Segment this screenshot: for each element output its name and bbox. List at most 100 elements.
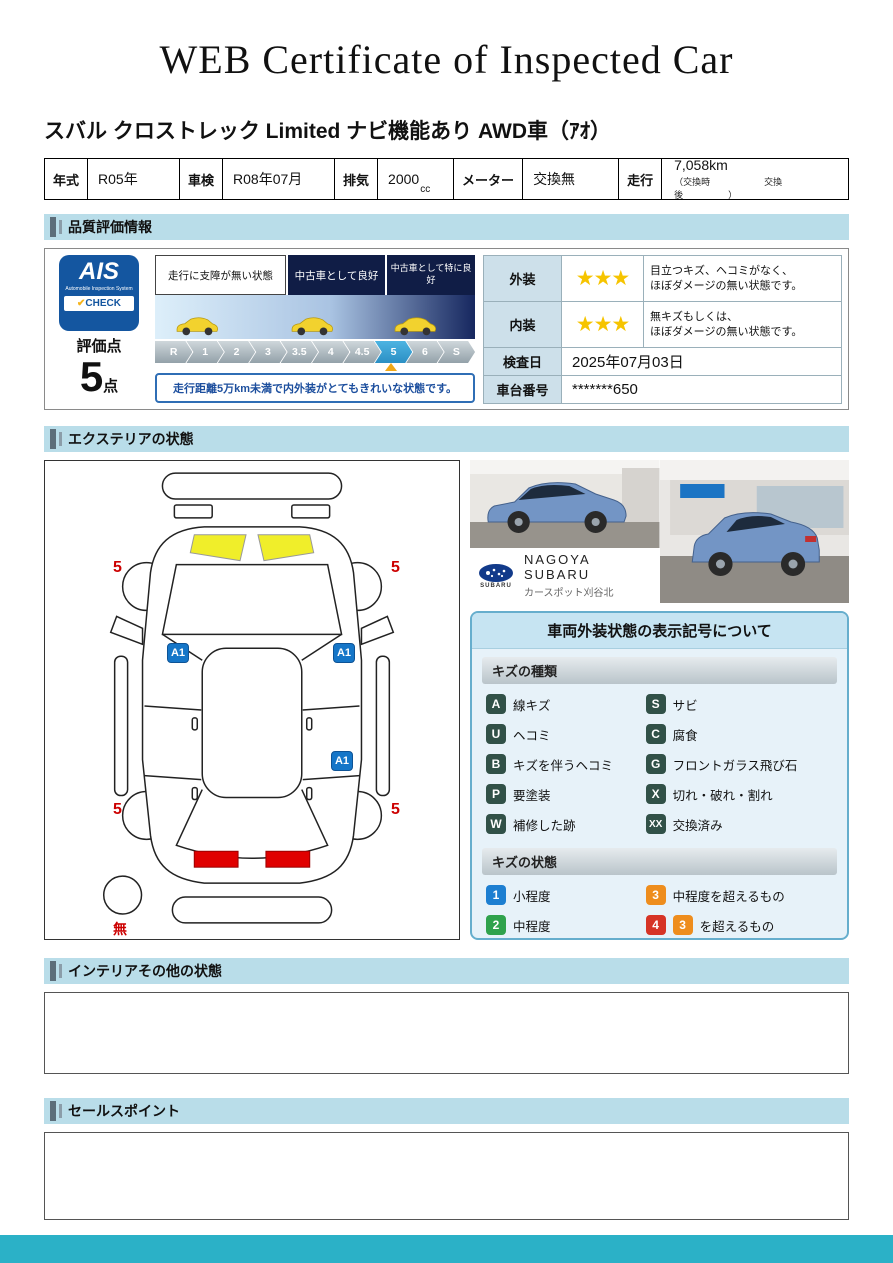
- rating-scale: R 1 2 3 3.5 4 4.5 5 6 S: [155, 341, 475, 363]
- kizu-badge-C: C: [645, 724, 666, 744]
- spec-meter-label: メーター: [454, 159, 524, 199]
- scale-segment: 4.5: [343, 341, 380, 363]
- kizu-badge-A: A: [486, 694, 506, 714]
- legend-title: 車両外装状態の表示記号について: [472, 613, 847, 649]
- scale-pointer: [385, 363, 398, 371]
- table-row: 検査日 2025年07月03日: [483, 347, 842, 376]
- section-header-quality: 品質評価情報: [44, 214, 849, 240]
- car-title: スバル クロストレック Limited ナビ機能あり AWD車（ｱｵ）: [44, 120, 611, 143]
- kizu-state-header: キズの状態: [482, 848, 837, 875]
- ais-logo: AIS Automobile Inspection System ✔CHECK: [59, 255, 139, 331]
- score-value: 5 点: [79, 353, 119, 400]
- car-icon: [394, 317, 436, 336]
- table-row: 外装 ★★★ 目立つキズ、ヘコミがなく、 ほぼダメージの無い状態です。: [483, 255, 842, 302]
- state-badge-4: 4: [645, 915, 666, 935]
- footer-bar: [0, 1235, 893, 1263]
- condition-box-2: 中古車として良好: [287, 255, 386, 295]
- inspection-date-value: 2025年07月03日: [561, 347, 842, 376]
- quality-evaluation-box: AIS Automobile Inspection System ✔CHECK …: [44, 248, 849, 410]
- rating-scale-column: 走行に支障が無い状態 中古車として良好 中古車として特に良好 R 1 2 3 3…: [155, 255, 475, 403]
- panel-damage-badge: A1: [331, 751, 353, 771]
- car-icon: [292, 317, 334, 336]
- scale-segment: 3.5: [281, 341, 318, 363]
- spec-displacement-label: 排気: [335, 159, 379, 199]
- chassis-number-value: *******650: [561, 375, 842, 404]
- table-row: 内装 ★★★ 無キズもしくは、 ほぼダメージの無い状態です。: [483, 301, 842, 348]
- tread-depth-mark: 5: [113, 559, 122, 576]
- state-badge-3: 3: [645, 885, 666, 905]
- state-badge-3-small: 3: [672, 915, 693, 935]
- kizu-badge-G: G: [645, 754, 666, 774]
- exterior-star-rating: ★★★: [561, 255, 644, 302]
- rating-car-band: [155, 295, 475, 339]
- car-photo-rear-cell: [659, 460, 849, 603]
- scale-segment-selected: 5: [375, 341, 412, 363]
- dealer-brand: NAGOYA SUBARU カースポット刈谷北: [524, 552, 614, 599]
- exterior-content: 5 5 5 5 無 A1 A1 A1: [44, 460, 849, 940]
- subaru-logo: SUBARU: [478, 563, 514, 589]
- car-icon: [176, 317, 219, 336]
- scale-segment: S: [438, 341, 475, 363]
- kizu-badge-X: X: [645, 784, 666, 804]
- interior-rating-desc: 無キズもしくは、 ほぼダメージの無い状態です。: [643, 301, 842, 348]
- spec-mileage-label: 走行: [619, 159, 663, 199]
- scale-segment: 4: [312, 341, 349, 363]
- spec-year-label: 年式: [45, 159, 89, 199]
- ais-score-column: AIS Automobile Inspection System ✔CHECK …: [51, 255, 147, 403]
- mileage-note: （交換時 交換後 ）: [674, 177, 783, 200]
- panel-damage-badge: A1: [333, 643, 355, 663]
- sales-points-box: [44, 1132, 849, 1220]
- ais-check-banner: ✔CHECK: [64, 296, 134, 311]
- subaru-logo-icon: [479, 563, 513, 582]
- score-label: 評価点: [76, 338, 122, 355]
- car-top-view-svg: [102, 472, 395, 924]
- kizu-badge-U: U: [486, 724, 506, 744]
- state-badge-1: 1: [486, 885, 506, 905]
- table-row: 車台番号 *******650: [483, 375, 842, 404]
- check-icon: ✔: [77, 298, 86, 309]
- spec-shaken-value: R08年07月: [223, 159, 336, 199]
- dealer-caption: SUBARU NAGOYA SUBARU カースポット刈谷北: [470, 548, 660, 603]
- condition-box-1: 走行に支障が無い状態: [155, 255, 286, 295]
- condition-labels: 走行に支障が無い状態 中古車として良好 中古車として特に良好: [155, 255, 475, 295]
- exterior-right-column: SUBARU NAGOYA SUBARU カースポット刈谷北: [470, 460, 849, 940]
- tread-depth-mark: 5: [391, 559, 400, 576]
- scale-segment: 2: [218, 341, 255, 363]
- tread-depth-mark: 5: [113, 801, 122, 818]
- spec-year-value: R05年: [88, 159, 181, 199]
- car-photo-front-cell: SUBARU NAGOYA SUBARU カースポット刈谷北: [470, 460, 660, 603]
- section-header-sales: セールスポイント: [44, 1098, 849, 1124]
- kizu-badge-S: S: [645, 694, 666, 714]
- evaluator-comment: 走行距離5万km未満で内外装がとてもきれいな状態です。: [155, 373, 475, 403]
- kizu-badge-W: W: [486, 814, 506, 834]
- scale-segment: 3: [249, 341, 286, 363]
- scale-segment: 1: [186, 341, 223, 363]
- car-photo-front: [470, 460, 660, 548]
- kizu-type-header: キズの種類: [482, 657, 837, 684]
- exterior-rating-desc: 目立つキズ、ヘコミがなく、 ほぼダメージの無い状態です。: [643, 255, 842, 302]
- page-title: WEB Certificate of Inspected Car: [159, 37, 734, 82]
- evaluation-table: 外装 ★★★ 目立つキズ、ヘコミがなく、 ほぼダメージの無い状態です。 内装 ★…: [483, 255, 842, 404]
- spec-shaken-label: 車検: [180, 159, 224, 199]
- exterior-diagram: 5 5 5 5 無 A1 A1 A1: [44, 460, 460, 940]
- kizu-badge-P: P: [486, 784, 506, 804]
- chassis-number-label: 車台番号: [483, 375, 562, 404]
